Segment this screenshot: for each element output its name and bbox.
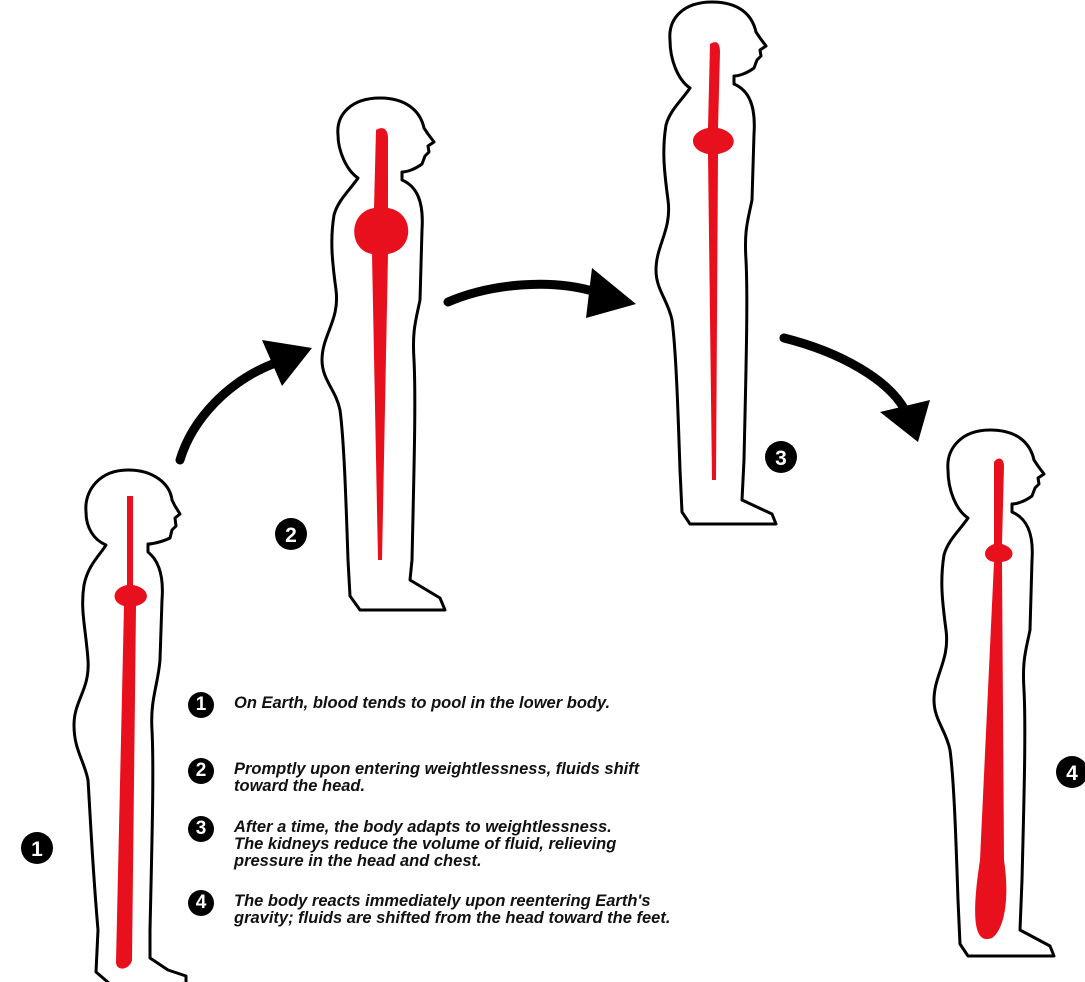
- legend-text-2: Promptly upon entering weightlessness, f…: [234, 761, 934, 795]
- stage-badge-4-label: 4: [1066, 762, 1078, 785]
- arrow-2-to-3: [448, 268, 636, 318]
- arrow-3-to-4-shaft: [784, 338, 906, 412]
- arrow-1-to-2: [180, 340, 312, 460]
- stage-badge-2-label: 2: [285, 524, 297, 547]
- arrow-3-to-4-head: [880, 400, 930, 442]
- figure-stage-4: [934, 430, 1054, 956]
- legend-badge-1: 1: [188, 692, 214, 718]
- legend-badge-3: 3: [188, 816, 214, 842]
- stage-badge-3: 3: [765, 441, 797, 473]
- legend-text-1: On Earth, blood tends to pool in the low…: [234, 695, 934, 712]
- arrow-3-to-4: [784, 338, 930, 442]
- arrow-2-to-3-head: [586, 268, 636, 318]
- figure-stage-3: [656, 2, 776, 524]
- arrow-2-to-3-shaft: [448, 284, 596, 302]
- figure-stage-1: [74, 470, 186, 982]
- legend-text-3: After a time, the body adapts to weightl…: [234, 819, 934, 870]
- legend-badge-2: 2: [188, 758, 214, 784]
- legend-badge-4: 4: [188, 890, 214, 916]
- legend-text-4: The body reacts immediately upon reenter…: [234, 893, 934, 927]
- arrow-1-to-2-shaft: [180, 362, 278, 460]
- stage-badge-1-label: 1: [31, 838, 43, 861]
- figure-stage-2: [322, 98, 445, 610]
- stage-badge-2: 2: [275, 518, 307, 550]
- stage-badge-3-label: 3: [775, 447, 787, 470]
- stage-badge-1: 1: [21, 832, 53, 864]
- stage-badge-4: 4: [1056, 756, 1085, 788]
